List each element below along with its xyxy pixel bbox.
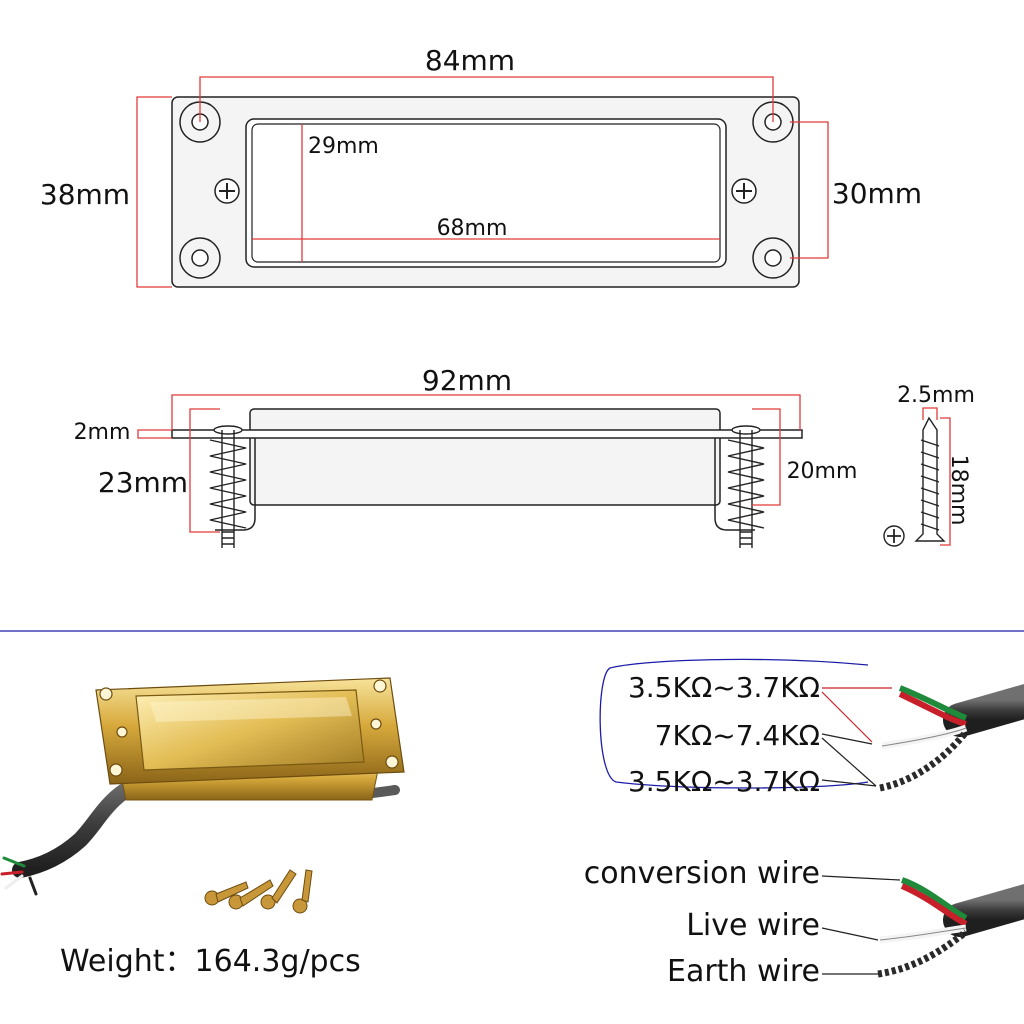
height-38-label: 38mm (40, 178, 130, 211)
hole-spacing-30-label: 30mm (832, 177, 922, 210)
wiring-resistance-section: 3.5KΩ~3.7KΩ 7KΩ~7.4KΩ 3.5KΩ~3.7KΩ (599, 658, 1024, 798)
screw-head-left-icon (214, 178, 240, 204)
resistance-cable (879, 684, 1024, 792)
side-pickup-body (249, 408, 721, 506)
width-84-label: 84mm (425, 44, 515, 77)
mount-hole-bottom-right (752, 237, 794, 279)
screw-length-label: 18mm (946, 455, 971, 526)
plate-2mm-label: 2mm (74, 420, 131, 445)
top-dimension-lines (136, 76, 829, 288)
screw-drawing: 2.5mm 18mm (883, 383, 975, 547)
pickup-cable (12, 772, 158, 878)
inner-height-29-label: 29mm (308, 134, 379, 159)
side-mounting-plate (171, 429, 803, 439)
wiring-names-section: conversion wire Live wire Earth wire (584, 856, 1024, 989)
side-dimension-lines (137, 394, 801, 533)
height-23-label: 23mm (98, 466, 188, 499)
inner-width-68-label: 68mm (437, 216, 508, 241)
spring-20-label: 20mm (787, 459, 858, 484)
names-cable (877, 877, 1024, 978)
pickup-cover-outer (245, 118, 727, 268)
resistance-red-leads (821, 687, 892, 743)
resistance-bracket (599, 658, 869, 789)
screw-head-right-icon (731, 178, 757, 204)
screw-diameter-label: 2.5mm (897, 383, 975, 408)
live-wire-label: Live wire (686, 908, 820, 943)
resistance-1-label: 3.5KΩ~3.7KΩ (628, 671, 820, 704)
right-spring (727, 425, 765, 548)
resistance-2-label: 7KΩ~7.4KΩ (655, 719, 820, 752)
side-bracket (215, 438, 755, 531)
top-view: 84mm 38mm 29mm 68mm 30mm (40, 44, 922, 288)
screw-top-icon (883, 525, 905, 547)
weight-label: Weight：164.3g/pcs (60, 944, 361, 979)
mount-hole-bottom-left (179, 237, 221, 279)
left-spring (209, 425, 247, 548)
side-view: 92mm 2mm 23mm 20mm (74, 364, 858, 548)
earth-wire-label: Earth wire (667, 954, 820, 989)
loose-screws (204, 869, 313, 914)
resistance-black-leads (821, 733, 877, 787)
cable-wires (0, 856, 38, 896)
pickup-cover (135, 689, 365, 771)
pickup-screw-holes (99, 679, 399, 777)
resistance-3-label: 3.5KΩ~3.7KΩ (628, 765, 820, 798)
pickup-cover-inner (251, 123, 721, 263)
length-92-label: 92mm (422, 364, 512, 397)
names-leads (821, 875, 901, 975)
screw-dimension-lines (922, 407, 951, 546)
conversion-wire-label: conversion wire (584, 856, 820, 891)
pickup-photo: Weight：164.3g/pcs (0, 677, 405, 979)
